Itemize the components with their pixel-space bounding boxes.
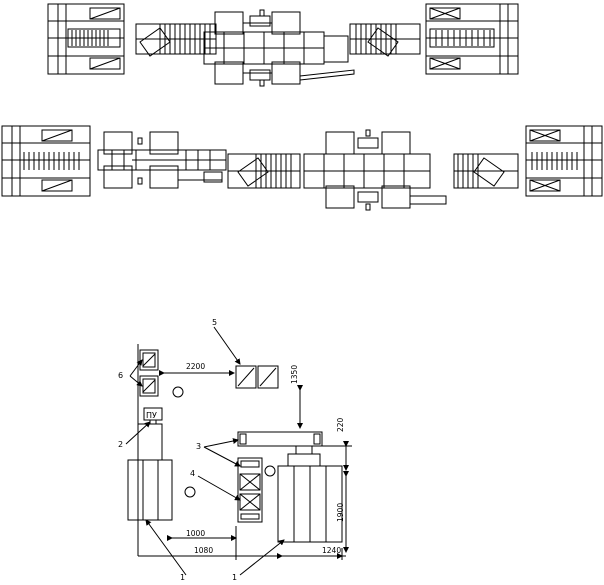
room-wall (137, 344, 346, 557)
dim-1080: 1080 (194, 546, 213, 555)
middle-right-module (525, 125, 603, 197)
round-marker (264, 465, 276, 477)
top-right-conveyor (349, 23, 421, 57)
dim-1350: 1350 (290, 365, 299, 384)
callout-4: 5 (212, 318, 217, 327)
callout-3: 3 (196, 442, 201, 451)
dim-1000: 1000 (186, 529, 205, 538)
unit-1-left-machine (127, 423, 173, 521)
top-right-module (425, 3, 519, 75)
top-left-module (47, 3, 125, 75)
middle-left-unit (97, 131, 227, 189)
callout-1-left: 1 (180, 573, 185, 582)
middle-left-module (1, 125, 91, 197)
middle-process-line (1, 125, 603, 211)
callout-6: 6 (118, 371, 123, 380)
unit-3-bar (237, 431, 323, 447)
round-marker (172, 386, 184, 398)
top-process-line (47, 3, 519, 87)
control-panel-label: ПУ (146, 411, 157, 420)
callout-1-right: 1 (232, 573, 237, 582)
dim-2200: 2200 (186, 362, 205, 371)
floor-layout-plan (125, 326, 352, 576)
dim-1240: 1240 (322, 546, 341, 555)
dim-220: 220 (336, 417, 345, 432)
round-marker (184, 486, 196, 498)
plan-labels: 6 5 2 3 4 1 1 ПУ 2200 1350 220 1900 1000… (118, 318, 345, 582)
top-central-unit (203, 9, 355, 87)
dim-1900: 1900 (336, 503, 345, 522)
middle-right-conveyor (453, 153, 519, 189)
unit-1-right-machine (277, 445, 343, 543)
callout-5: 4 (190, 469, 195, 478)
middle-central-unit (303, 129, 447, 211)
unit-6-boxes (139, 349, 159, 397)
callout-2: 2 (118, 440, 123, 449)
unit-4-boxes (235, 365, 279, 389)
top-left-conveyor (135, 23, 217, 57)
unit-3-column (237, 457, 263, 523)
middle-center-conveyor (227, 153, 301, 189)
